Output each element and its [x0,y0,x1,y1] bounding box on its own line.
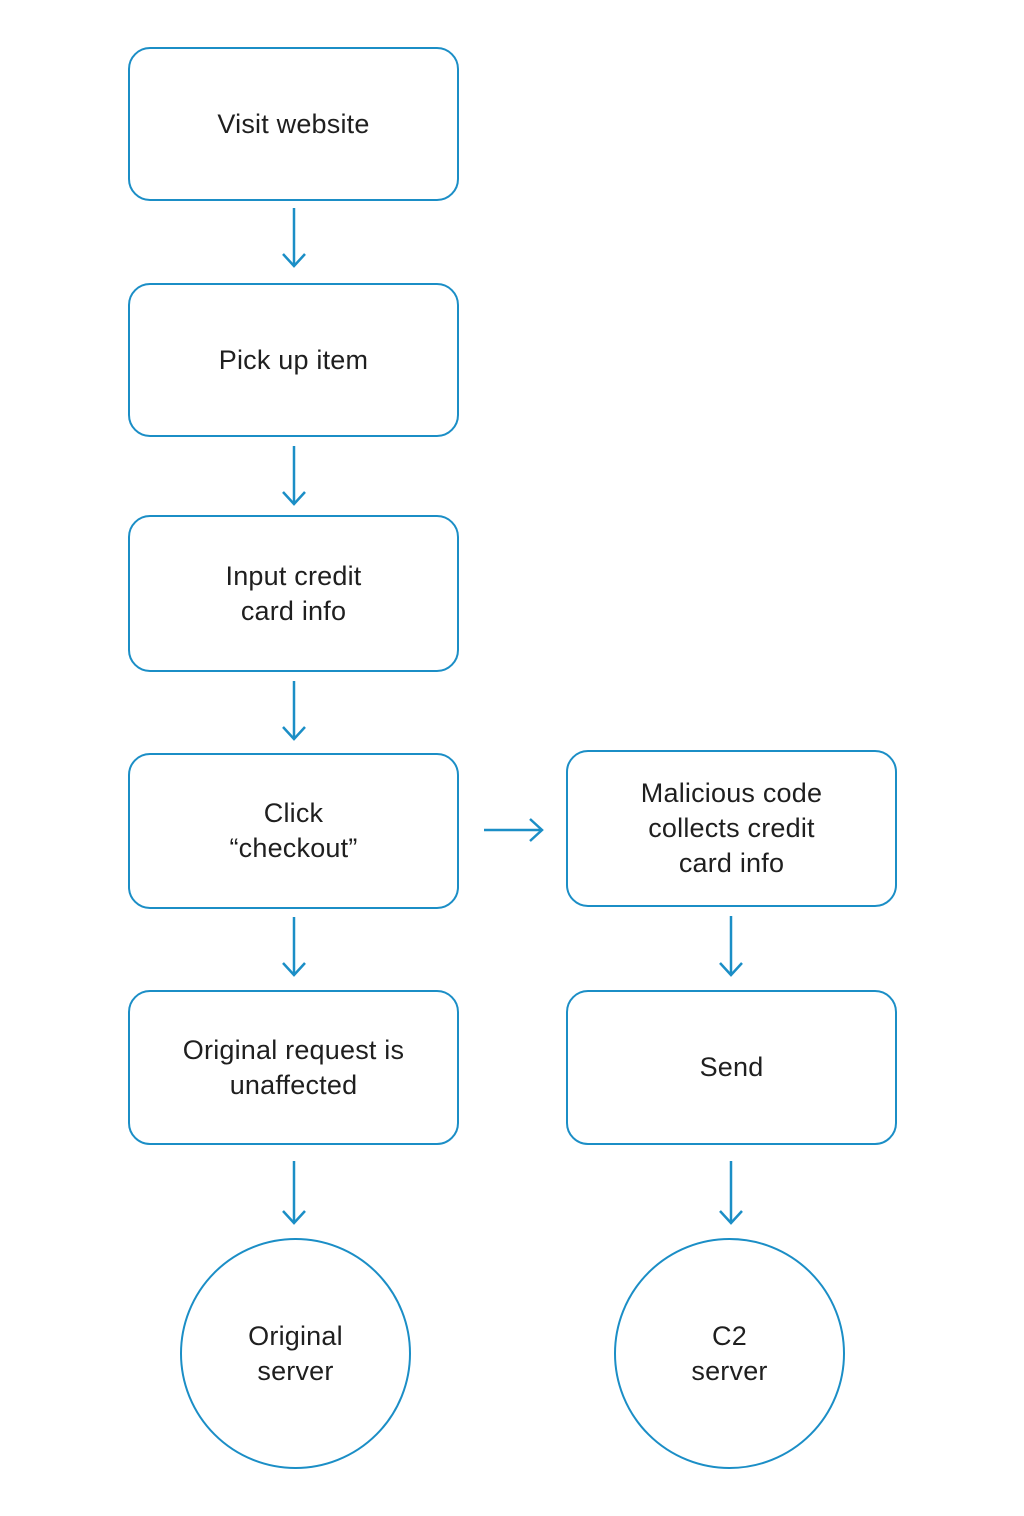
node-malicious-code-collects-label: Malicious code collects credit card info [640,778,823,878]
node-click-checkout-label: Click “checkout” [229,798,358,863]
node-pick-up-item-label: Pick up item [218,344,369,375]
node-pick-up-item: Pick up item [128,283,459,437]
arrow-down-icon [282,208,306,268]
node-send-label: Send [699,1052,764,1082]
node-input-credit-card-info: Input credit card info [128,515,459,672]
node-click-checkout: Click “checkout” [128,753,459,909]
node-original-server: Original server [180,1238,411,1469]
arrow-right-icon [484,818,544,842]
arrow-down-icon [719,916,743,977]
node-send: Send [566,990,897,1145]
arrow-down-icon [282,446,306,506]
node-input-credit-card-info-label: Input credit card info [225,560,362,626]
node-original-request-unaffected-label: Original request is unaffected [182,1034,405,1100]
node-malicious-code-collects: Malicious code collects credit card info [566,750,897,907]
arrow-down-icon [282,1161,306,1225]
node-original-request-unaffected: Original request is unaffected [128,990,459,1145]
node-visit-website: Visit website [128,47,459,201]
node-visit-website-label: Visit website [217,108,370,139]
arrow-down-icon [282,681,306,741]
node-c2-server: C2 server [614,1238,845,1469]
arrow-down-icon [282,917,306,977]
arrow-down-icon [719,1161,743,1225]
node-c2-server-label: C2 server [691,1320,768,1386]
node-original-server-label: Original server [248,1320,343,1386]
